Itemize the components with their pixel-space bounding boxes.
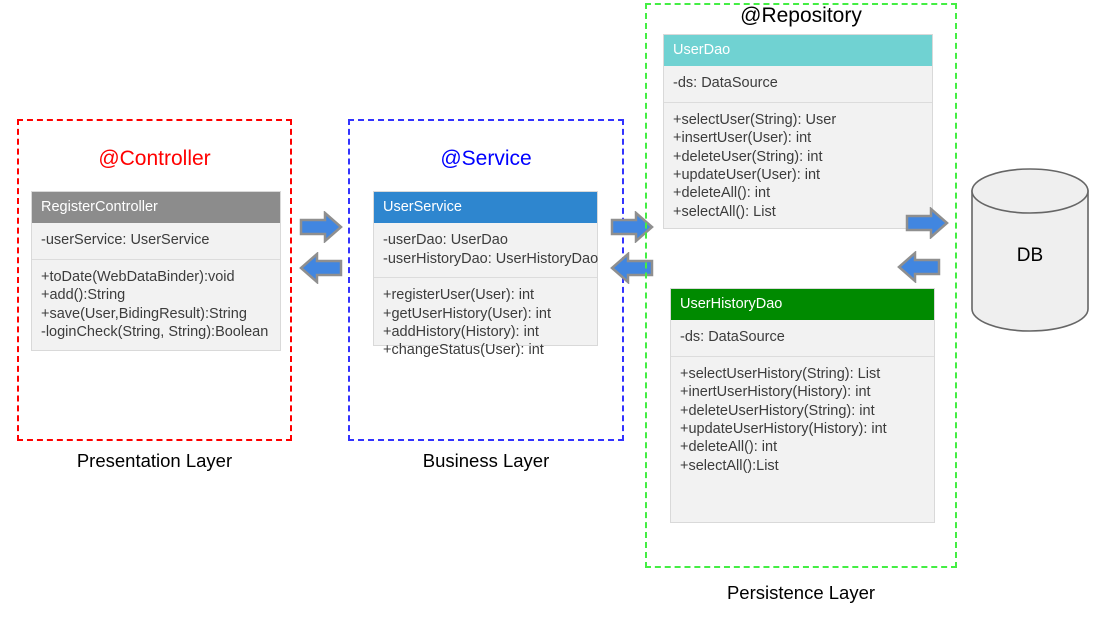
operation-line: +selectUserHistory(String): List: [680, 365, 881, 382]
operation-line: +selectUser(String): User: [673, 111, 837, 128]
operation-line: +deleteUser(String): int: [673, 148, 823, 165]
attribute-line: -ds: DataSource: [673, 75, 778, 92]
class-name-user-history-dao: UserHistoryDao: [671, 289, 934, 321]
operation-line: +addHistory(History): int: [383, 324, 539, 341]
operation-line: +inertUserHistory(History): int: [680, 384, 871, 401]
class-operations-user-history-dao: +selectUserHistory(String): List +inertU…: [671, 357, 934, 484]
class-operations-user-dao: +selectUser(String): User +insertUser(Us…: [664, 103, 932, 230]
operation-line: +getUserHistory(User): int: [383, 305, 551, 322]
connector-repository-to-db-arrow: [905, 206, 949, 244]
class-box-user-service: UserService -userDao: UserDao -userHisto…: [373, 191, 599, 358]
class-attributes-user-service: -userDao: UserDao -userHistoryDao: UserH…: [374, 223, 599, 279]
operation-line: +save(User,BidingResult):String: [41, 305, 247, 322]
operation-line: +toDate(WebDataBinder):void: [41, 268, 235, 285]
class-box-register-controller: RegisterController -userService: UserSer…: [31, 191, 281, 351]
class-box-user-history-dao: UserHistoryDao -ds: DataSource +selectUs…: [670, 288, 935, 523]
operation-line: +deleteAll(): int: [673, 185, 771, 202]
operation-line: +add():String: [41, 287, 126, 304]
database-label: DB: [1016, 245, 1044, 266]
class-operations-user-service: +registerUser(User): int +getUserHistory…: [374, 278, 597, 369]
connector-db-to-repository-arrow: [897, 250, 941, 288]
class-operations-register-controller: +toDate(WebDataBinder):void +add():Strin…: [32, 260, 280, 351]
operation-line: +selectAll(): List: [673, 203, 776, 220]
operation-line: +changeStatus(User): int: [383, 342, 544, 359]
operation-line: +updateUserHistory(History): int: [680, 421, 887, 438]
operation-line: -loginCheck(String, String):Boolean: [41, 324, 269, 341]
controller-stereotype-label: @Controller: [98, 147, 211, 170]
presentation-layer-caption: Presentation Layer: [76, 450, 233, 471]
connector-service-to-repository-arrow: [610, 210, 654, 248]
class-attributes-register-controller: -userService: UserService: [32, 223, 280, 260]
persistence-layer-caption: Persistence Layer: [726, 582, 876, 603]
class-name-register-controller: RegisterController: [32, 192, 280, 224]
connector-repository-to-service-arrow: [610, 251, 654, 289]
service-stereotype-label: @Service: [440, 147, 532, 170]
connector-controller-to-service-arrow: [299, 210, 343, 248]
class-name-user-service: UserService: [374, 192, 597, 224]
class-attributes-user-history-dao: -ds: DataSource: [671, 320, 934, 357]
operation-line: +selectAll():List: [680, 457, 779, 474]
operation-line: +deleteAll(): int: [680, 439, 778, 456]
connector-service-to-controller-arrow: [299, 251, 343, 289]
class-attributes-user-dao: -ds: DataSource: [664, 66, 932, 103]
database-cylinder-icon: [960, 165, 1100, 340]
attribute-line: -userHistoryDao: UserHistoryDao: [383, 250, 599, 267]
attribute-line: -userDao: UserDao: [383, 232, 508, 249]
business-layer-container: [348, 119, 624, 441]
attribute-line: -userService: UserService: [41, 232, 210, 249]
presentation-layer-container: [17, 119, 292, 441]
operation-line: +updateUser(User): int: [673, 167, 821, 184]
operation-line: +deleteUserHistory(String): int: [680, 402, 875, 419]
attribute-line: -ds: DataSource: [680, 329, 785, 346]
class-box-user-dao: UserDao -ds: DataSource +selectUser(Stri…: [663, 34, 933, 229]
repository-stereotype-label: @Repository: [740, 4, 862, 27]
operation-line: +insertUser(User): int: [673, 130, 812, 147]
operation-line: +registerUser(User): int: [383, 287, 535, 304]
class-name-user-dao: UserDao: [664, 35, 932, 67]
persistence-layer-container: [645, 3, 957, 568]
business-layer-caption: Business Layer: [422, 450, 550, 471]
